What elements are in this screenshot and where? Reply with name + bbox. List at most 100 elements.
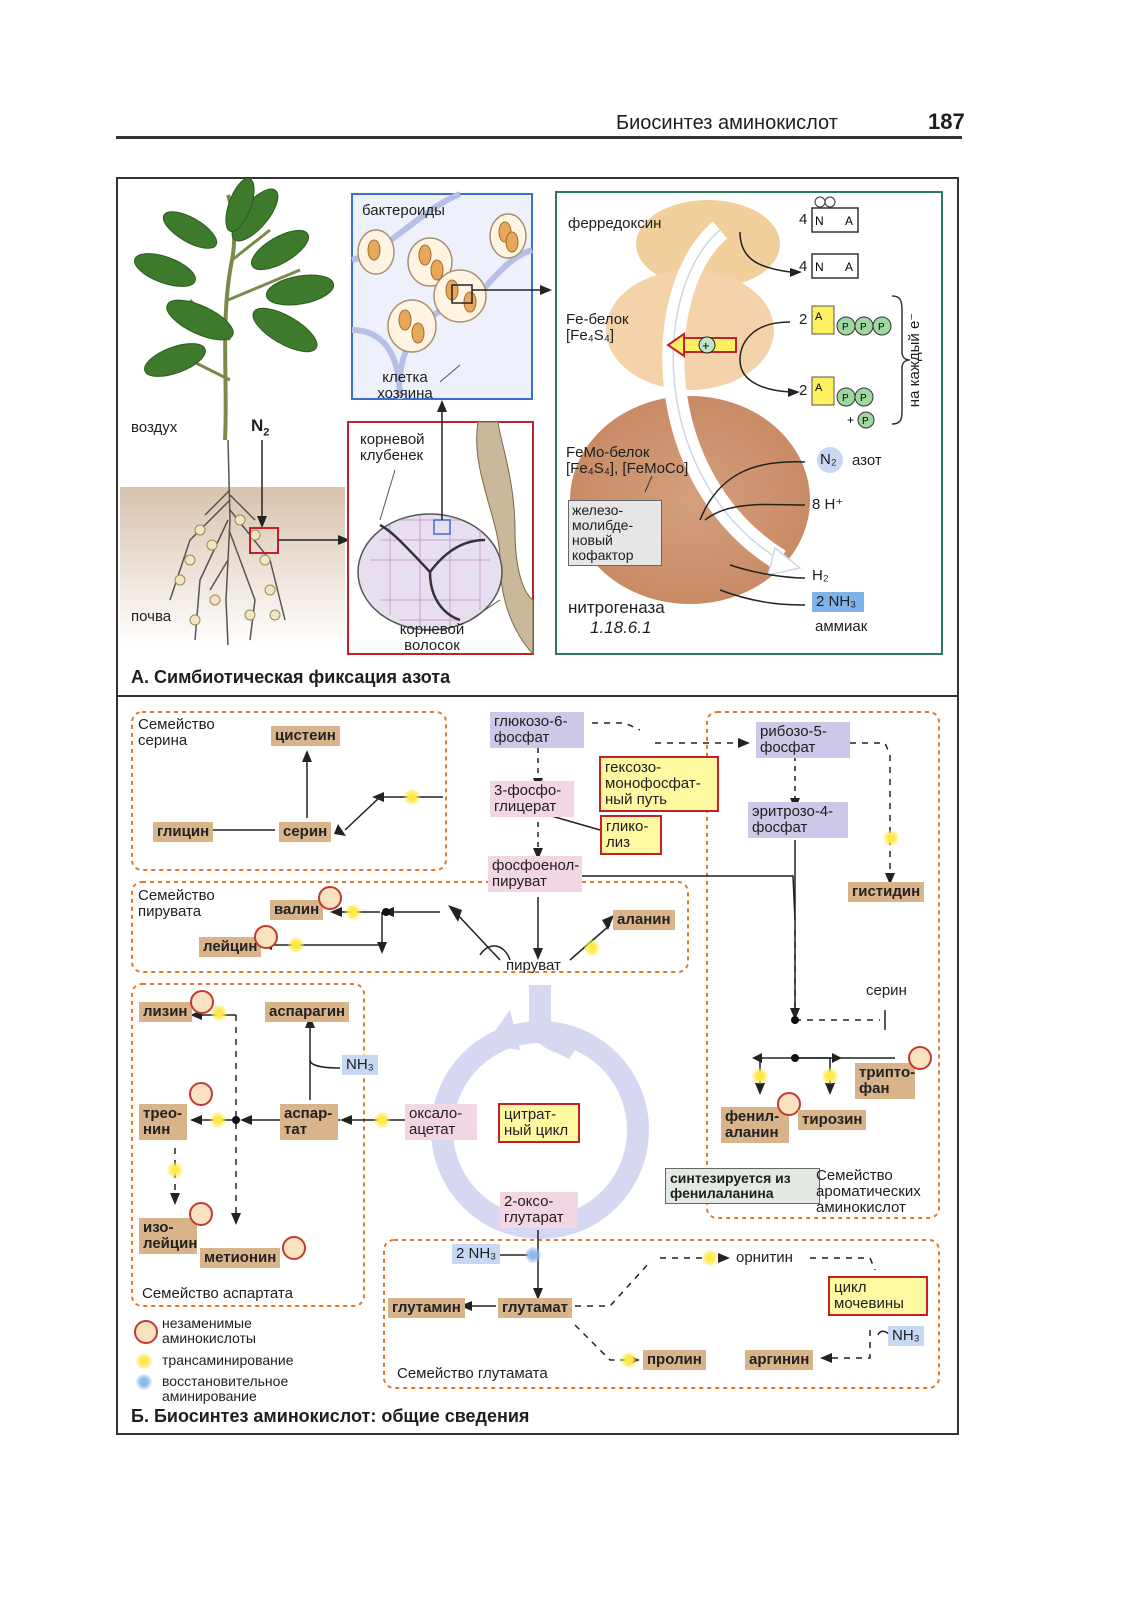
svg-text:A: A [845, 214, 853, 228]
hydrogen-label: H₂ [812, 567, 829, 584]
histidine-label: гистидин [848, 882, 925, 902]
adp-count: 2 [799, 382, 808, 399]
legend-transamination-icon [136, 1353, 152, 1369]
hexose-monophosphate-pathway-label: гексозо-монофосфат-ный путь [599, 756, 719, 812]
legend-essential-text: незаменимые аминокислоты [162, 1315, 256, 1346]
legend-reductive-amination-text: восстановительное аминирование [162, 1373, 289, 1404]
valine-label: валин [270, 900, 324, 920]
ammonia-formula: 2 NH₃ [816, 593, 857, 610]
serine-label: серин [279, 822, 332, 842]
pyruvate-label: пируват [506, 957, 561, 974]
femo-protein-clusters: [Fe₄S₄], [FeMoCo] [566, 460, 689, 477]
n2-subscript: 2 [263, 426, 270, 439]
host-cell-label: клетка хозяина [377, 369, 433, 402]
phosphoenolpyruvate-label: фосфоенол-пируват [488, 856, 582, 892]
essential-marker-methionine [282, 1236, 306, 1260]
ornithine-label: орнитин [736, 1249, 793, 1266]
legend-reductive-amination-icon [136, 1374, 152, 1390]
svg-text:A: A [815, 311, 823, 323]
transamination-marker [883, 830, 899, 846]
ammonia-asparagine-label: NH₃ [342, 1055, 378, 1075]
urea-cycle-label: цикл мочевины [828, 1276, 928, 1316]
ferredoxin-count-red: 4 [799, 258, 808, 275]
pyruvate-family-label: Семейство пирувата [138, 887, 215, 920]
proline-label: пролин [643, 1350, 706, 1370]
glycolysis-label: глико-лиз [600, 815, 662, 855]
svg-text:P: P [878, 322, 885, 333]
lysine-label: лизин [139, 1002, 192, 1022]
essential-marker-tryptophan [908, 1046, 932, 1070]
ec-number: 1.18.6.1 [590, 618, 652, 637]
tyrosine-note: синтезируется из фенилаланина [665, 1168, 820, 1204]
svg-text:P: P [862, 416, 869, 427]
svg-text:+: + [847, 413, 854, 427]
aromatic-family-label: Семейство ароматических аминокислот [816, 1167, 921, 1216]
fe-protein-label: Fe-белок [566, 311, 629, 328]
glutamate-family-label: Семейство глутамата [397, 1365, 548, 1382]
leucine-label: лейцин [199, 937, 262, 957]
2-oxoglutarate-label: 2-оксо-глутарат [500, 1192, 578, 1228]
asparagine-label: аспарагин [265, 1002, 350, 1022]
transamination-marker [374, 1112, 390, 1128]
glucose-6-phosphate-label: глюкозо-6-фосфат [490, 712, 584, 748]
svg-text:P: P [860, 393, 867, 404]
svg-text:P: P [842, 322, 849, 333]
transamination-marker [288, 937, 304, 953]
transamination-marker [752, 1068, 768, 1084]
protons-label: 8 H⁺ [812, 496, 844, 513]
svg-text:A: A [815, 382, 823, 394]
svg-text:A: A [845, 260, 853, 274]
svg-text:N: N [815, 214, 824, 228]
ferredoxin-count-ox: 4 [799, 211, 808, 228]
atp-count: 2 [799, 311, 808, 328]
erythrose-4-phosphate-label: эритрозо-4-фосфат [748, 802, 848, 838]
aspartate-family-label: Семейство аспартата [142, 1285, 293, 1302]
panel-divider [116, 695, 959, 697]
soil-label: почва [131, 608, 172, 625]
essential-marker-lysine [190, 990, 214, 1014]
panel-a-title: А. Симбиотическая фиксация азота [131, 667, 451, 687]
running-title: Биосинтез аминокислот [616, 112, 838, 134]
legend-essential-icon [134, 1320, 158, 1344]
threonine-label: трео-нин [139, 1104, 187, 1140]
transamination-marker [621, 1352, 637, 1368]
3-phosphoglycerate-label: 3-фосфо-глицерат [490, 781, 574, 817]
fe-protein-cluster: [Fe₄S₄] [566, 327, 615, 344]
nitrogenase-label: нитрогеназа [568, 598, 665, 617]
methionine-label: метионин [200, 1248, 281, 1268]
tryptophan-label: трипто-фан [855, 1063, 915, 1099]
ammonia-glutamate-label: 2 NH₃ [452, 1244, 501, 1264]
svg-text:N: N [815, 260, 824, 274]
glutamate-label: глутамат [498, 1298, 573, 1318]
serine-aromatic-label: серин [866, 982, 907, 999]
cysteine-label: цистеин [271, 726, 340, 746]
essential-marker-leucine [254, 925, 278, 949]
essential-marker-threonine [189, 1082, 213, 1106]
glycine-label: глицин [153, 822, 214, 842]
svg-text:P: P [860, 322, 867, 333]
glutamine-label: глутамин [388, 1298, 465, 1318]
ammonia-arginine-label: NH₃ [888, 1326, 924, 1346]
arginine-label: аргинин [745, 1350, 814, 1370]
n2-molecule: N₂ [820, 451, 837, 468]
bacteroids-label: бактероиды [362, 202, 445, 219]
cofactor-label: железо-молибде-новый кофактор [568, 500, 662, 566]
essential-marker-isoleucine [189, 1202, 213, 1226]
transamination-marker [211, 1005, 227, 1021]
alanine-label: аланин [613, 910, 675, 930]
ribose-5-phosphate-label: рибозо-5-фосфат [756, 722, 850, 758]
reductive-amination-marker [525, 1247, 541, 1263]
n2-label: N2 [251, 417, 270, 440]
root-hair-label: корневой волосок [399, 621, 465, 654]
ferredoxin-label: ферредоксин [568, 215, 662, 232]
serine-family-label: Семейство серина [138, 716, 215, 749]
page-number: 187 [928, 109, 965, 134]
figure-frame [116, 177, 959, 1435]
transamination-marker [210, 1112, 226, 1128]
svg-text:+: + [702, 338, 710, 353]
panel-b-title: Б. Биосинтез аминокислот: общие сведения [131, 1406, 530, 1426]
transamination-marker [584, 940, 600, 956]
root-nodule-label: корневой клубенек [360, 431, 425, 464]
per-electron-label: на каждый e⁻ [906, 312, 924, 408]
transamination-marker [822, 1068, 838, 1084]
